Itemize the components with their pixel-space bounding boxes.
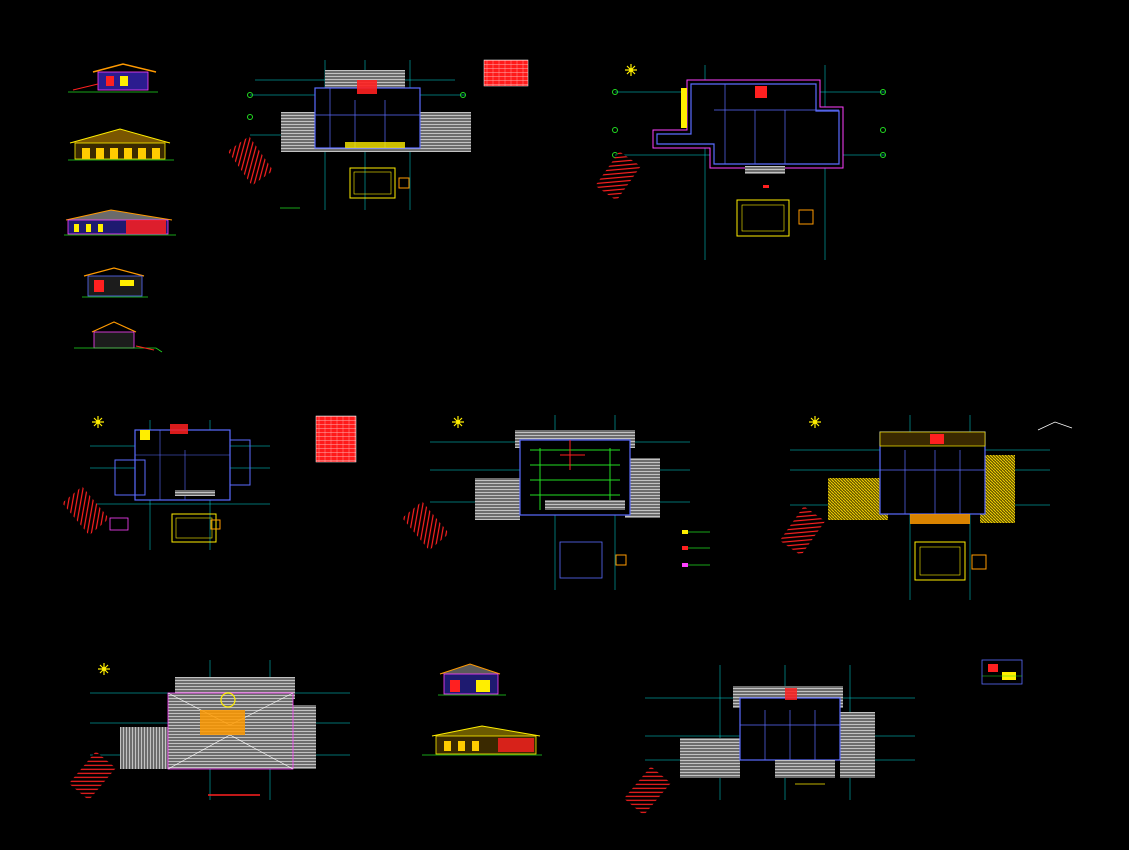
schedule-table-2 <box>315 415 357 463</box>
section-1 <box>82 267 148 298</box>
section-2 <box>74 321 163 353</box>
plan-bottom-right <box>623 665 915 816</box>
plan-bottom-left <box>68 660 350 801</box>
elevation-3 <box>64 209 176 236</box>
north-arrow-icon <box>451 415 465 429</box>
north-arrow-icon <box>97 662 111 676</box>
elevation-4 <box>438 663 506 696</box>
plan-top-center <box>227 60 471 210</box>
north-arrow-icon <box>91 415 105 429</box>
north-arrow-icon <box>808 415 822 429</box>
elevation-1 <box>68 63 158 93</box>
detail-small <box>981 659 1023 685</box>
plan-mid-center <box>402 415 710 590</box>
elevation-5 <box>422 725 542 756</box>
elevation-2 <box>68 128 174 161</box>
schedule-table-1 <box>483 59 529 87</box>
plan-top-right <box>595 63 886 260</box>
plan-mid-left <box>62 415 270 550</box>
plan-mid-right <box>779 415 1073 600</box>
north-arrow-icon <box>624 63 638 77</box>
